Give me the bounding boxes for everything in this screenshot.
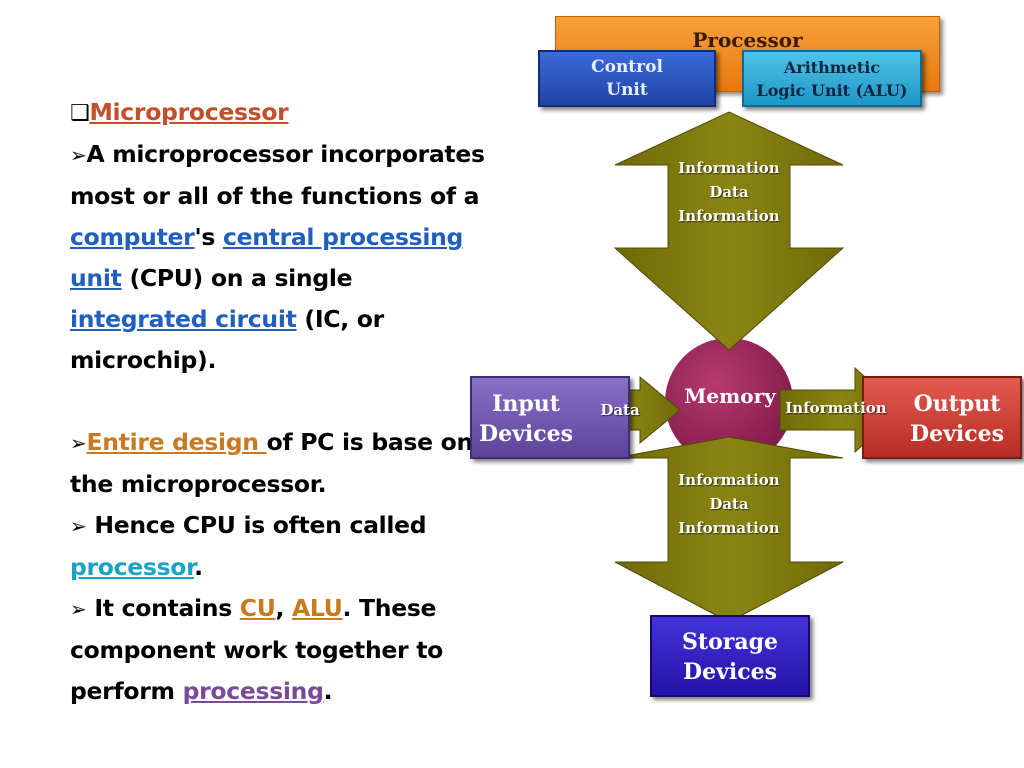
memory-label: Memory bbox=[684, 384, 776, 408]
paragraph-3: ➢ Hence CPU is often called processor. bbox=[70, 511, 427, 581]
processor-title: Processor bbox=[692, 28, 803, 52]
arrow-label: Information bbox=[678, 159, 780, 177]
paragraph-4: ➢ It contains CU, ALU. These component w… bbox=[70, 594, 443, 705]
output-label-1: Output bbox=[913, 391, 1001, 417]
arrow-bullet-icon: ➢ bbox=[70, 143, 87, 167]
arrow-label: Data bbox=[709, 183, 749, 201]
storage-label-2: Devices bbox=[683, 659, 777, 685]
arrow-label: Information bbox=[678, 471, 780, 489]
data-arrow-label: Data bbox=[600, 401, 640, 419]
storage-label-1: Storage bbox=[682, 629, 778, 655]
alu-link[interactable]: ALU bbox=[292, 594, 343, 622]
arrow-label: Information bbox=[678, 519, 780, 537]
cpu-link[interactable]: central processing unit bbox=[70, 223, 464, 292]
upper-arrow-labels: Information Data Information bbox=[668, 156, 790, 228]
control-unit-label-2: Unit bbox=[606, 80, 648, 100]
spacer bbox=[70, 381, 490, 422]
input-devices-box: Input Devices bbox=[470, 376, 630, 459]
alu-label-1: Arithmetic bbox=[783, 58, 881, 77]
microprocessor-link[interactable]: Microprocessor bbox=[89, 98, 289, 126]
entire-design-link[interactable]: Entire design bbox=[86, 428, 267, 456]
arrow-bullet-icon: ➢ bbox=[70, 597, 87, 621]
control-unit-box: Control Unit bbox=[538, 50, 716, 107]
arrow-bullet-icon: ➢ bbox=[70, 514, 87, 538]
arrow-label: Data bbox=[709, 495, 749, 513]
computer-link[interactable]: computer bbox=[70, 223, 195, 251]
control-unit-label-1: Control bbox=[591, 57, 663, 77]
output-label-2: Devices bbox=[910, 421, 1004, 447]
arrow-bullet-icon: ➢ bbox=[70, 431, 87, 455]
information-arrow-label: Information bbox=[785, 399, 887, 417]
processor-memory-arrow bbox=[613, 111, 845, 351]
storage-devices-box: Storage Devices bbox=[650, 615, 810, 697]
alu-label-2: Logic Unit (ALU) bbox=[756, 81, 908, 100]
text-panel: ❑Microprocessor ➢A microprocessor incorp… bbox=[70, 92, 490, 712]
lower-arrow-labels: Information Data Information bbox=[668, 468, 790, 540]
input-label-1: Input bbox=[492, 391, 560, 417]
integrated-circuit-link[interactable]: integrated circuit bbox=[70, 305, 297, 333]
paragraph-2: ➢Entire design of PC is base on the micr… bbox=[70, 428, 473, 498]
output-devices-box: Output Devices bbox=[862, 376, 1022, 459]
input-label-2: Devices bbox=[479, 421, 573, 447]
paragraph-1: ➢A microprocessor incorporates most or a… bbox=[70, 140, 485, 374]
cu-link[interactable]: CU bbox=[239, 594, 276, 622]
processor-link[interactable]: processor bbox=[70, 553, 195, 581]
checkbox-bullet-icon: ❑ bbox=[70, 101, 90, 126]
arrow-label: Information bbox=[678, 207, 780, 225]
heading-line: ❑Microprocessor bbox=[70, 92, 490, 134]
processing-link[interactable]: processing bbox=[182, 677, 324, 705]
alu-box: Arithmetic Logic Unit (ALU) bbox=[742, 50, 922, 107]
